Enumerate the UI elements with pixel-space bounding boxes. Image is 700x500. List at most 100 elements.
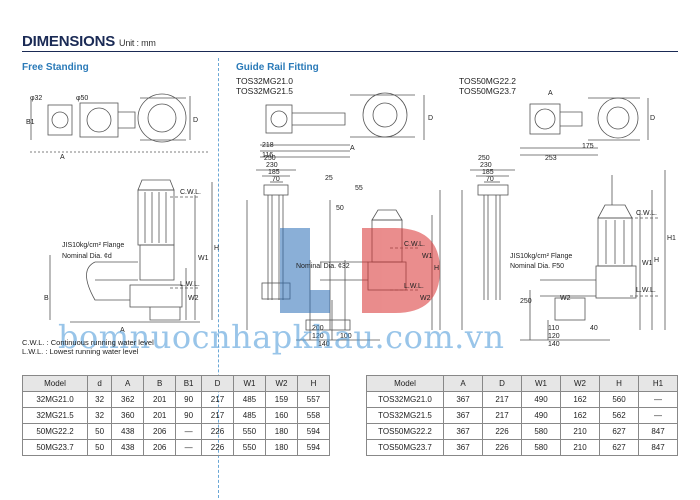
cell: TOS32MG21.0 (366, 391, 444, 408)
cell: — (638, 407, 678, 424)
cell: 627 (599, 423, 639, 440)
cell: — (638, 391, 678, 408)
col-header: A (111, 375, 145, 392)
dim-g2-0: 218 (262, 142, 274, 149)
section-divider (218, 58, 219, 498)
legend-cwl: C.W.L. : Continuous running water level (22, 338, 154, 347)
col-header: B (143, 375, 177, 392)
cell: 485 (232, 407, 266, 424)
label-h1-right: H1 (667, 235, 676, 242)
dim-g6-0: 110 (548, 325, 559, 332)
dim-g5-1: 253 (545, 155, 557, 162)
dim-g1-3: 70 (272, 176, 280, 183)
cell: 226 (482, 439, 522, 456)
label-a-top: A (60, 154, 65, 161)
table-row: TOS32MG21.5 367 217 490 162 562 — (366, 407, 678, 424)
watermark-logo (280, 228, 440, 313)
cell: 226 (482, 423, 522, 440)
cell: 50 (86, 439, 113, 456)
label-a-gr-right: A (548, 90, 553, 97)
label-h-mid: H (434, 265, 439, 272)
guide-rail-table: Model A D W1 W2 H H1 TOS32MG21.0 367 217… (366, 375, 678, 456)
cell: 226 (200, 439, 234, 456)
table-row: TOS50MG23.7 367 226 580 210 627 847 (366, 439, 678, 456)
label-cwl-right: C.W.L. (636, 210, 657, 217)
table-row: 50MG23.7 50 438 206 — 226 550 180 594 (22, 439, 331, 456)
cell: 558 (296, 407, 331, 424)
guide-rail-right-side-view (461, 169, 666, 341)
watermark-text: bomnuocnhapkhau.com.vn (58, 318, 505, 356)
dim-g4-1: 230 (480, 162, 492, 169)
guide-models-right: TOS50MG22.2 TOS50MG23.7 (459, 76, 516, 96)
label-lwl-left: L.W.L. (180, 281, 200, 288)
dim-g3-0: 200 (312, 325, 324, 332)
cell: 226 (200, 423, 234, 440)
cell: 210 (560, 439, 600, 456)
cell: — (175, 423, 202, 440)
col-header: W1 (232, 375, 266, 392)
cell: 580 (521, 423, 561, 440)
label-a-side: A (120, 327, 125, 334)
cell: 367 (443, 423, 483, 440)
cell: 159 (264, 391, 298, 408)
cell: 160 (264, 407, 298, 424)
table-header-row: Model d A B B1 D W1 W2 H (22, 375, 331, 392)
cell: 580 (521, 439, 561, 456)
cell: 362 (111, 391, 145, 408)
cell: 50MG22.2 (22, 423, 88, 440)
label-d-top: D (193, 117, 198, 124)
cell: 50MG23.7 (22, 439, 88, 456)
table-row: TOS50MG22.2 367 226 580 210 627 847 (366, 423, 678, 440)
label-cwl-mid: C.W.L. (404, 241, 425, 248)
unit-label: Unit : mm (119, 38, 156, 48)
cell: 557 (296, 391, 331, 408)
cell: 217 (482, 391, 522, 408)
technical-drawings: φ32 φ50 B1 A D JIS10kg/cm² Flange Nomina… (26, 90, 676, 348)
model-label: TOS32MG21.5 (236, 86, 294, 96)
cell: 32 (86, 391, 113, 408)
label-w1-left: W1 (198, 255, 209, 262)
label-lwl-right: L.W.L. (636, 287, 656, 294)
cell: 201 (143, 391, 177, 408)
label-nominal-50: Nominal Dia. F50 (510, 263, 564, 270)
cell: 438 (111, 439, 145, 456)
cell: 627 (599, 439, 639, 456)
title-rule (22, 51, 678, 52)
col-header: A (443, 375, 483, 392)
cell: 560 (599, 391, 639, 408)
label-cwl-left: C.W.L. (180, 189, 201, 196)
table-row: 32MG21.0 32 362 201 90 217 485 159 557 (22, 391, 331, 408)
dim-g2-1: 116 (262, 152, 273, 159)
col-header: D (482, 375, 522, 392)
cell: 162 (560, 407, 600, 424)
label-b: B (44, 295, 49, 302)
label-lwl-mid: L.W.L. (404, 283, 424, 290)
model-label: TOS50MG23.7 (459, 86, 517, 96)
dim-g4-3: 70 (486, 176, 494, 183)
cell: 550 (232, 439, 266, 456)
dim-g3-1: 120 (312, 333, 324, 340)
free-standing-table: Model d A B B1 D W1 W2 H 32MG21.0 32 362… (22, 375, 331, 456)
cell: 90 (175, 391, 202, 408)
legend: C.W.L. : Continuous running water level … (22, 338, 154, 356)
cell: 90 (175, 407, 202, 424)
label-w2-right: W2 (560, 295, 571, 302)
label-w1-mid: W1 (422, 253, 433, 260)
col-header: W2 (264, 375, 298, 392)
free-standing-top-view (30, 93, 210, 153)
label-b1: B1 (26, 119, 35, 126)
label-w1-right: W1 (642, 260, 653, 267)
dim-g1-0: 250 (264, 155, 276, 162)
label-flange-right: JIS10kg/cm² Flange (510, 253, 572, 260)
cell: 180 (264, 439, 298, 456)
cell: 367 (443, 439, 483, 456)
legend-lwl: L.W.L. : Lowest running water level (22, 347, 139, 356)
dim-g3-3: 140 (318, 341, 330, 348)
cell: 206 (143, 439, 177, 456)
label-a-gr-left: A (350, 145, 355, 152)
label-phi32: φ32 (30, 95, 42, 102)
model-label: TOS50MG22.2 (459, 76, 517, 86)
label-w2-mid: W2 (420, 295, 431, 302)
cell: 32 (86, 407, 113, 424)
